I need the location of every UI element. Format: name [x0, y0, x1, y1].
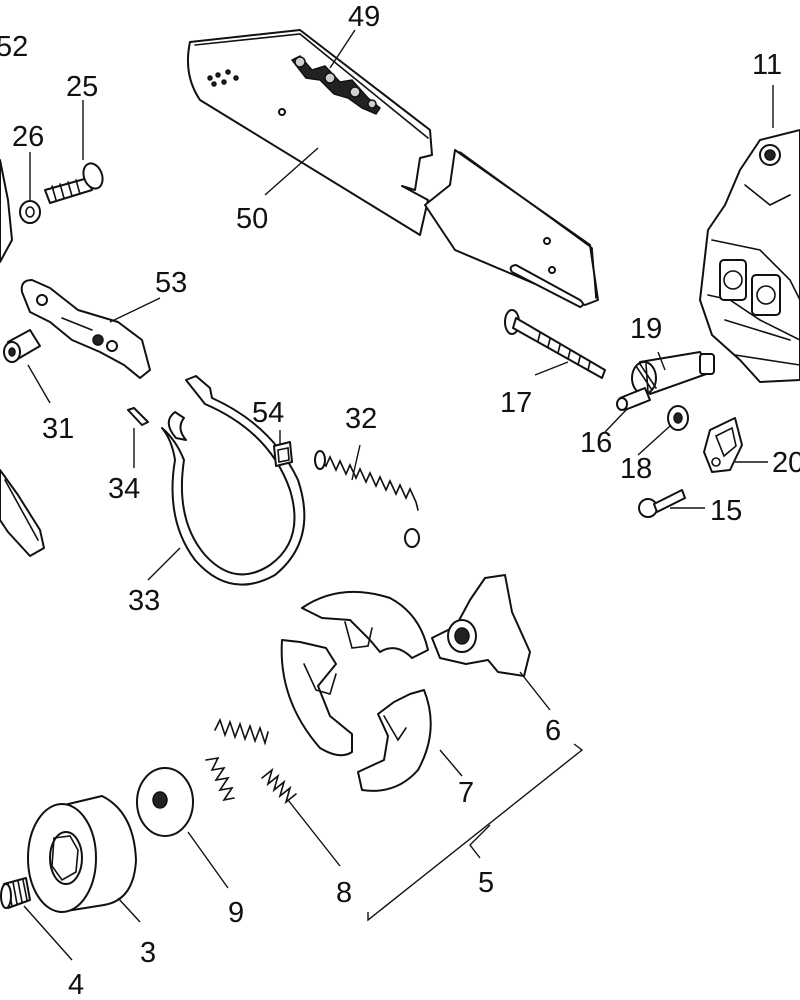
part-54-block [273, 441, 293, 467]
label-53: 53 [155, 267, 187, 299]
label-31: 31 [42, 413, 74, 445]
part-32-spring [314, 450, 420, 548]
label-11: 11 [752, 49, 782, 81]
label-25: 25 [66, 71, 98, 103]
label-20: 20 [772, 447, 800, 479]
part-18-gear [667, 405, 689, 431]
part-15-screw [638, 489, 686, 518]
leader-lines [23, 29, 774, 961]
label-19: 19 [630, 313, 662, 345]
label-52: 52 [0, 31, 28, 63]
label-3: 3 [140, 937, 156, 969]
label-17: 17 [500, 387, 532, 419]
part-33-brake-band [161, 375, 306, 586]
label-16: 16 [580, 427, 612, 459]
label-50: 50 [236, 203, 268, 235]
part-20-bracket [703, 417, 743, 473]
label-6: 6 [545, 715, 561, 747]
part-31-sleeve [3, 329, 41, 363]
part-49-saw-chain [290, 55, 381, 115]
label-32: 32 [345, 403, 377, 435]
label-8: 8 [336, 877, 352, 909]
part-6-clutch-hub [431, 574, 531, 677]
part-34-pin [127, 407, 149, 426]
part-17-adjusting-screw [504, 309, 606, 379]
label-7: 7 [458, 777, 474, 809]
label-34: 34 [108, 473, 140, 505]
part-8-clutch-springs [205, 717, 297, 805]
label-18: 18 [620, 453, 652, 485]
label-9: 9 [228, 897, 244, 929]
part-26-washer [19, 200, 41, 224]
part-19-bevel-gear [631, 351, 715, 395]
part-25-bolt [44, 162, 104, 204]
part-53-tensioner-plate [20, 279, 151, 379]
part-50-guide-bar [187, 29, 599, 308]
label-5: 5 [478, 867, 494, 899]
label-4: 4 [68, 969, 84, 1000]
label-26: 26 [12, 121, 44, 153]
part-11-housing [699, 129, 800, 383]
label-54: 54 [252, 397, 284, 429]
part-16-pin [616, 387, 651, 411]
part-4-needle-bearing [0, 877, 31, 909]
part-52-cover [0, 159, 45, 557]
label-15: 15 [710, 495, 742, 527]
part-7-clutch-shoes [280, 590, 432, 792]
label-49: 49 [348, 1, 380, 33]
part-3-clutch-drum [27, 795, 137, 913]
label-33: 33 [128, 585, 160, 617]
part-9-washer [136, 767, 194, 837]
